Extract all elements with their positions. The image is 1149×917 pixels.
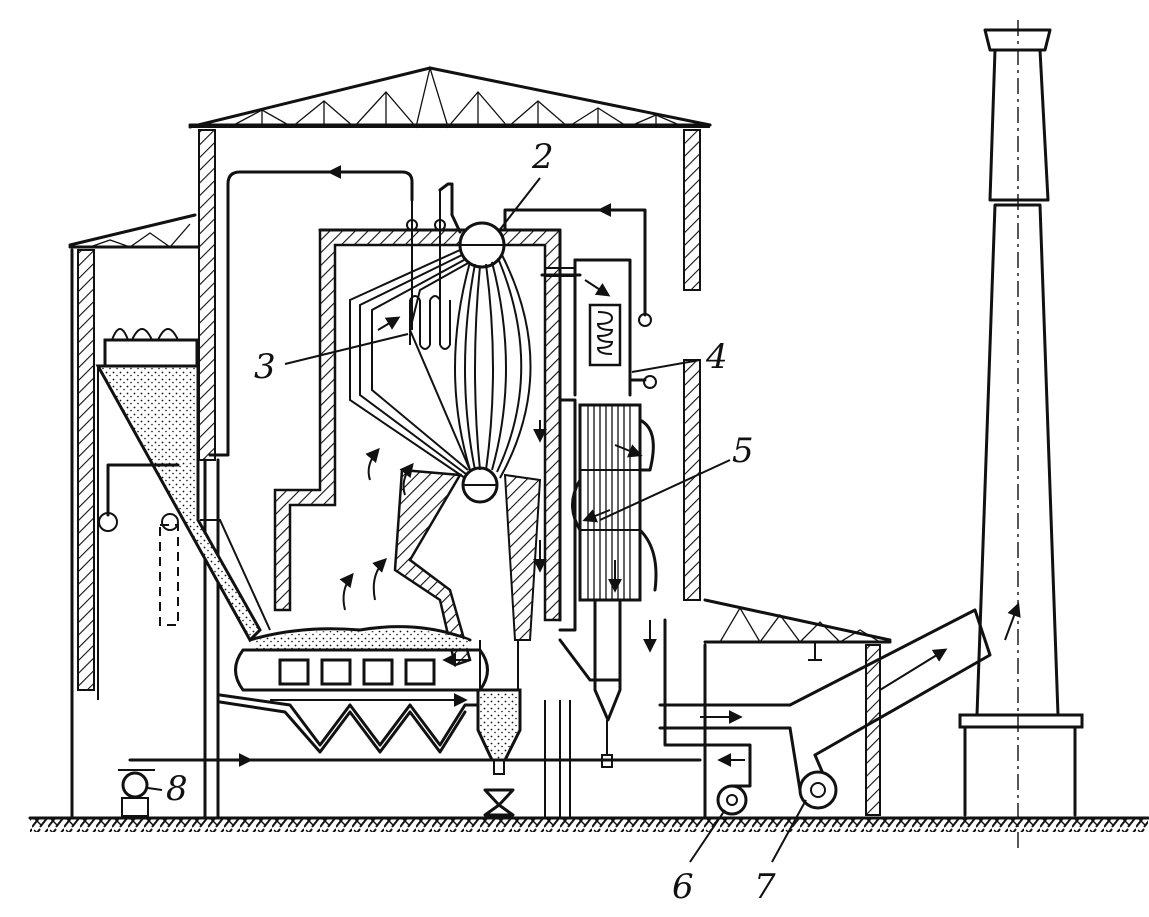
air-duct: [128, 700, 702, 818]
callout-3: 3: [254, 347, 276, 387]
air-heater: [558, 398, 658, 768]
boiler-drums: [349, 190, 532, 504]
leader-lines: [147, 177, 807, 863]
economizer: [540, 258, 657, 397]
superheater: [409, 295, 451, 350]
left-roof-truss: [68, 213, 202, 249]
stoker-grate: [218, 648, 489, 754]
building-walls: [70, 129, 881, 820]
ash-hopper: [476, 640, 522, 817]
ground: [28, 816, 1149, 832]
callout-4: 4: [705, 337, 728, 377]
forced-draft-fan: [663, 618, 752, 816]
callout-7: 7: [754, 867, 776, 907]
main-roof-truss: [188, 65, 712, 129]
callout-8: 8: [166, 769, 188, 809]
callout-6: 6: [672, 867, 694, 907]
flow-arrows: [339, 316, 657, 667]
feed-pump: [118, 769, 155, 817]
steam-lines: [208, 165, 652, 457]
chimney: [958, 20, 1084, 850]
callout-2: 2: [531, 137, 554, 177]
coal-bunker: [95, 328, 271, 700]
induced-draft-fan: [798, 770, 838, 810]
right-roof-truss: [703, 598, 892, 661]
gas-duct: [658, 608, 992, 792]
callout-5: 5: [732, 431, 754, 471]
